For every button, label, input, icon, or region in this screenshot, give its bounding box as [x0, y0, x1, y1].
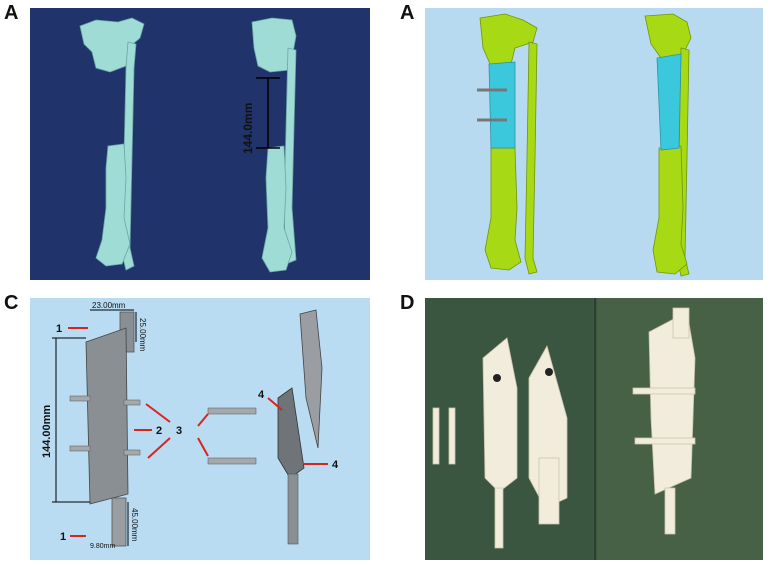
printed-guide-right-stem — [538, 457, 560, 525]
callout-2: 2 — [156, 425, 162, 437]
pin-upper-right — [123, 399, 141, 406]
printed-guides-photo — [425, 298, 763, 560]
pin-loose-top — [207, 407, 257, 415]
tibia-proximal-right-green — [644, 13, 692, 59]
ct-bone-model-figure: 144.0mm — [79, 17, 297, 273]
guide-schematic-figure: 23.00mm 25.00mm 144.00mm 45.00mm 9.80mm … — [41, 301, 339, 550]
fibula-shaft-left — [121, 41, 137, 271]
printed-guide-assembled-top-stem — [672, 307, 690, 339]
tibia-distal-left-green — [484, 147, 522, 271]
tibia-distal-fragment-left — [95, 143, 131, 267]
dim-bottom-width: 9.80mm — [90, 543, 115, 550]
guide-piece-upper — [299, 309, 323, 449]
callout-3: 3 — [176, 425, 182, 437]
pin-upper-left — [69, 395, 91, 402]
defect-measurement-bracket — [256, 77, 280, 149]
panel-a-implant-design — [425, 8, 763, 280]
printed-guide-assembled-pin-1 — [632, 387, 696, 395]
pin-lower-left — [69, 445, 91, 452]
defect-length-label: 144.0mm — [241, 103, 255, 154]
fibula-left-green — [524, 41, 538, 275]
tibia-proximal-left-green — [479, 13, 538, 67]
guide-piece-lower — [277, 387, 305, 479]
guide-bottom-stem — [111, 497, 127, 547]
panel-a-ct-reconstruction: 144.0mm — [30, 8, 370, 280]
panel-label-a-left: A — [4, 2, 19, 24]
panel-label-a-right: A — [400, 2, 415, 24]
callout-1-bottom: 1 — [60, 531, 66, 543]
printed-guide-assembled — [648, 311, 696, 495]
dim-top-width: 23.00mm — [92, 301, 126, 310]
callout-4-bottom: 4 — [332, 459, 339, 471]
guide-hole-2 — [545, 368, 553, 376]
panel-label-c: C — [4, 292, 19, 314]
implant-cyan-right — [656, 53, 682, 151]
guide-piece-lower-stem — [287, 473, 299, 545]
printed-guide-left-stem — [494, 487, 504, 549]
printed-guide-assembled-pin-2 — [634, 437, 696, 445]
panel-c-guide-schematic: 23.00mm 25.00mm 144.00mm 45.00mm 9.80mm … — [30, 298, 370, 560]
dim-total-length: 144.00mm — [41, 405, 53, 458]
printed-pin-2 — [448, 407, 456, 465]
panel-d-printed-guides-photo — [425, 298, 763, 560]
pin-lower-right — [123, 449, 141, 456]
pin-loose-bottom — [207, 457, 257, 465]
dim-top-height: 25.00mm — [138, 318, 147, 352]
callout-1-top: 1 — [56, 323, 62, 335]
guide-main-body — [85, 327, 129, 505]
implant-cyan-left — [488, 61, 516, 149]
tibia-distal-fragment-right — [261, 145, 293, 273]
fibula-shaft-right — [283, 47, 297, 265]
printed-guide-assembled-bottom-stem — [664, 487, 676, 535]
panel-label-d: D — [400, 292, 415, 314]
printed-guide-half-left — [482, 337, 518, 493]
guide-hole-1 — [493, 374, 501, 382]
dim-bottom-length: 45.00mm — [130, 508, 139, 542]
implant-bone-model-figure — [477, 13, 692, 277]
tibia-distal-right-green — [652, 145, 688, 275]
printed-pin-1 — [432, 407, 440, 465]
callout-4-top: 4 — [258, 389, 265, 401]
